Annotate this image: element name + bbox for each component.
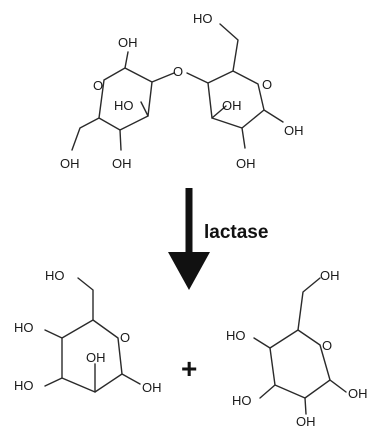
glucose-c6-bond [297, 277, 321, 331]
lactose-left-ring-oxygen: O [93, 78, 103, 93]
lactose-right-c6-bond [219, 23, 239, 72]
lactose-left-oh-bottom-left: OH [60, 156, 80, 171]
lactose-left-oh-top: OH [118, 35, 138, 50]
glucose-ho-left-upper: HO [226, 328, 246, 343]
galactose-oh-inner: OH [86, 350, 106, 365]
lactose-left-ho-middle: HO [114, 98, 134, 113]
galactose-c3-oh-bond [44, 377, 63, 387]
galactose-ho-top: HO [45, 268, 65, 283]
lactose-left-oh-bottom-right: OH [112, 156, 132, 171]
glucose-c3-oh-bond [259, 384, 276, 399]
glucose-ring-bonds [269, 329, 331, 399]
enzyme-label: lactase [204, 222, 268, 243]
lactose-molecule: O OH HO OH OH O HO O OH OH OH [60, 11, 304, 171]
galactose-oh-anomeric: OH [142, 380, 162, 395]
galactose-ho-left-upper: HO [14, 320, 34, 335]
lactose-right-oh-inner: OH [222, 98, 242, 113]
lactose-glycosidic-oxygen: O [173, 64, 183, 79]
galactose-ho-left-lower: HO [14, 378, 34, 393]
lactose-right-c1-oh-bond [263, 109, 284, 123]
lactose-left-c2-glyco-bond [151, 72, 175, 83]
reaction-arrow-head [168, 252, 210, 290]
glucose-ho-left-lower: HO [232, 393, 252, 408]
galactose-c6-bond [77, 277, 94, 321]
lactose-right-c3-oh-bond [211, 105, 227, 119]
lactose-left-c6-bond [71, 117, 100, 151]
lactose-right-c2-oh-bond [241, 127, 246, 149]
galactose-c1-oh-bond [121, 373, 141, 385]
glucose-ring-oxygen: O [322, 338, 332, 353]
lactose-right-ring-oxygen: O [262, 77, 272, 92]
lactose-left-c1-oh-bond [124, 51, 129, 69]
lactose-left-ring: O OH HO OH OH [60, 35, 175, 171]
lactose-right-oh-anomeric: OH [284, 123, 304, 138]
lactose-left-c4-oh-bond [119, 129, 122, 151]
glucose-c2-oh-bond [304, 397, 307, 415]
glucose-oh-bottom: OH [296, 414, 316, 429]
lactose-right-ring: HO O OH OH OH [186, 11, 304, 171]
galactose-ring-oxygen: O [120, 330, 130, 345]
lactose-right-ho-top: HO [193, 11, 213, 26]
plus-sign: + [181, 353, 197, 384]
glucose-c4-oh-bond [253, 337, 271, 349]
glucose-molecule: OH O HO HO OH OH [226, 268, 368, 429]
galactose-c4-oh-bond [44, 329, 63, 339]
glucose-oh-top: OH [320, 268, 340, 283]
glucose-c1-oh-bond [329, 379, 347, 393]
lactose-left-c3-bond [140, 101, 149, 117]
lactose-right-c4-glyco-bond [186, 72, 209, 84]
reaction-arrow [168, 188, 210, 290]
lactose-right-oh-bottom: OH [236, 156, 256, 171]
glucose-oh-anomeric: OH [348, 386, 368, 401]
galactose-molecule: HO O HO HO OH OH [14, 268, 162, 395]
